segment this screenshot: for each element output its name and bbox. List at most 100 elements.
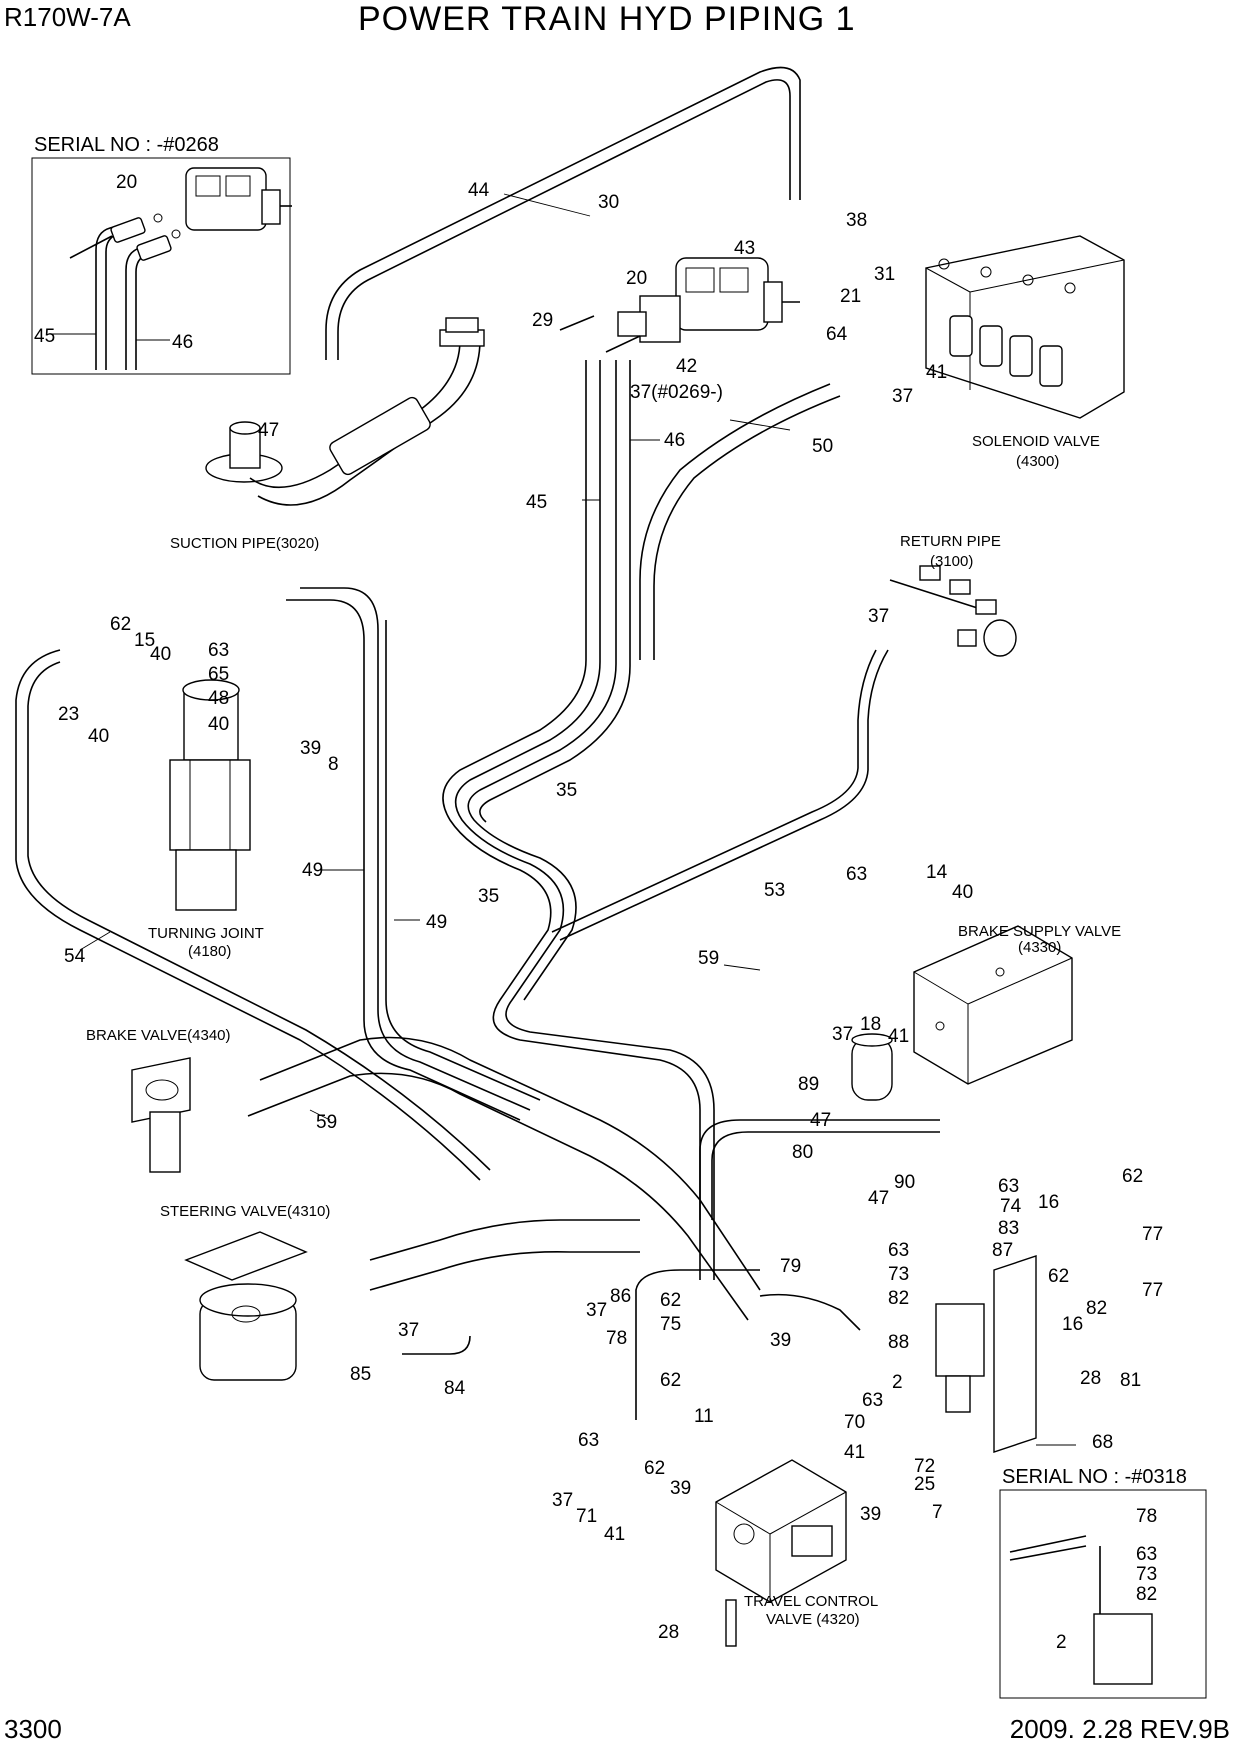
- callout-64: 64: [826, 324, 848, 345]
- callouts: 20 45 46 44 30 38 43 31 20 21 29 42 64 4…: [34, 172, 1163, 1653]
- callout-37-86: 37: [586, 1300, 607, 1321]
- callout-20-main: 20: [626, 268, 647, 289]
- callout-28-bottom: 28: [658, 1622, 679, 1643]
- callout-77: 77: [1142, 1224, 1163, 1245]
- callout-2: 2: [892, 1372, 903, 1393]
- callout-59-brake: 59: [316, 1112, 337, 1133]
- pipe-runs: [15, 66, 940, 1420]
- callout-63: 63: [208, 640, 229, 661]
- callout-68: 68: [1092, 1432, 1113, 1453]
- callout-48: 48: [208, 688, 229, 709]
- callout-39: 39: [300, 738, 321, 759]
- callout-16: 16: [1038, 1192, 1059, 1213]
- callout-73: 73: [888, 1264, 909, 1285]
- callout-41-supply: 41: [888, 1026, 909, 1047]
- solenoid-valve-drawing: [925, 235, 1125, 419]
- callout-46-main: 46: [664, 430, 685, 451]
- page-title: POWER TRAIN HYD PIPING 1: [358, 0, 856, 38]
- callout-89: 89: [798, 1074, 819, 1095]
- callout-49: 49: [302, 860, 323, 881]
- callout-63-inset: 63: [1136, 1544, 1157, 1565]
- callout-37-supply: 37: [832, 1024, 853, 1045]
- callout-75: 75: [660, 1314, 681, 1335]
- label-brake-supply-valve-code: (4330): [1018, 939, 1061, 956]
- callout-79: 79: [780, 1256, 801, 1277]
- callout-62-right: 62: [1048, 1266, 1069, 1287]
- callout-38: 38: [846, 210, 867, 231]
- callout-40: 40: [150, 644, 171, 665]
- component-labels: SUCTION PIPE(3020) SOLENOID VALVE (4300)…: [86, 433, 1121, 1628]
- travel-control-valve-drawing: [715, 1459, 847, 1647]
- callout-71: 71: [576, 1506, 597, 1527]
- callout-47: 47: [258, 420, 279, 441]
- inset-pump: [69, 167, 292, 370]
- callout-62-valve: 62: [1122, 1166, 1143, 1187]
- callout-90: 90: [894, 1172, 915, 1193]
- main-pump-drawing: [559, 257, 800, 353]
- callout-25: 25: [914, 1474, 935, 1495]
- callout-85: 85: [350, 1364, 371, 1385]
- callout-18: 18: [860, 1014, 881, 1035]
- callout-45-main: 45: [526, 492, 547, 513]
- callout-39-right: 39: [860, 1504, 881, 1525]
- callout-84: 84: [444, 1378, 466, 1399]
- callout-49-right: 49: [426, 912, 447, 933]
- brake-supply-valve-drawing: [913, 925, 1073, 1085]
- label-travel-control-valve-code: VALVE (4320): [766, 1611, 860, 1628]
- callout-77-lower: 77: [1142, 1280, 1163, 1301]
- callout-62-mid: 62: [660, 1290, 681, 1311]
- callout-29: 29: [532, 310, 553, 331]
- callout-82-right: 82: [1086, 1298, 1107, 1319]
- callout-88: 88: [888, 1332, 909, 1353]
- label-solenoid-valve-code: (4300): [1016, 453, 1059, 470]
- callout-40-left: 40: [88, 726, 109, 747]
- callout-82-inset: 82: [1136, 1584, 1157, 1605]
- label-suction-pipe: SUCTION PIPE(3020): [170, 535, 319, 552]
- inset-frame-top: [31, 157, 291, 375]
- callout-82: 82: [888, 1288, 909, 1309]
- callout-54: 54: [64, 946, 86, 967]
- callout-37-return: 37: [868, 606, 889, 627]
- label-return-pipe: RETURN PIPE: [900, 533, 1001, 550]
- callout-65: 65: [208, 664, 229, 685]
- callout-37-steer: 37: [398, 1320, 419, 1341]
- page-number: 3300: [4, 1714, 62, 1744]
- model-number: R170W-7A: [4, 2, 131, 32]
- callout-35: 35: [556, 780, 577, 801]
- callout-2-inset: 2: [1056, 1632, 1067, 1653]
- callout-42: 42: [676, 356, 697, 377]
- accumulator-drawing: [851, 1033, 893, 1101]
- callout-78-inset: 78: [1136, 1506, 1157, 1527]
- steering-valve-drawing: [184, 1231, 308, 1381]
- callout-81: 81: [1120, 1370, 1141, 1391]
- leader-lines: [52, 193, 1076, 1446]
- callout-59: 59: [698, 948, 719, 969]
- callout-45: 45: [34, 326, 55, 347]
- callout-31: 31: [874, 264, 895, 285]
- callout-86: 86: [610, 1286, 631, 1307]
- callout-14: 14: [926, 862, 948, 883]
- callout-53: 53: [764, 880, 785, 901]
- callout-73-inset: 73: [1136, 1564, 1157, 1585]
- turning-joint-drawing: [169, 679, 251, 911]
- callout-47-valve: 47: [868, 1188, 889, 1209]
- callout-37-bottom: 37: [552, 1490, 573, 1511]
- callout-50: 50: [812, 436, 833, 457]
- callout-41-bottom: 41: [604, 1524, 625, 1545]
- callout-41-lower: 41: [844, 1442, 865, 1463]
- label-turning-joint: TURNING JOINT: [148, 925, 264, 942]
- callout-43: 43: [734, 238, 755, 259]
- callout-62-lower: 62: [660, 1370, 681, 1391]
- label-steering-valve: STEERING VALVE(4310): [160, 1203, 330, 1220]
- brake-valve-drawing: [131, 1057, 191, 1173]
- callout-20: 20: [116, 172, 137, 193]
- return-pipe-drawing: [889, 565, 1017, 657]
- callout-23: 23: [58, 704, 79, 725]
- callout-47-accum: 47: [810, 1110, 831, 1131]
- callout-44: 44: [468, 180, 490, 201]
- callout-74: 74: [1000, 1196, 1022, 1217]
- callout-39-mid: 39: [770, 1330, 791, 1351]
- callout-46: 46: [172, 332, 193, 353]
- callout-15: 15: [134, 630, 155, 651]
